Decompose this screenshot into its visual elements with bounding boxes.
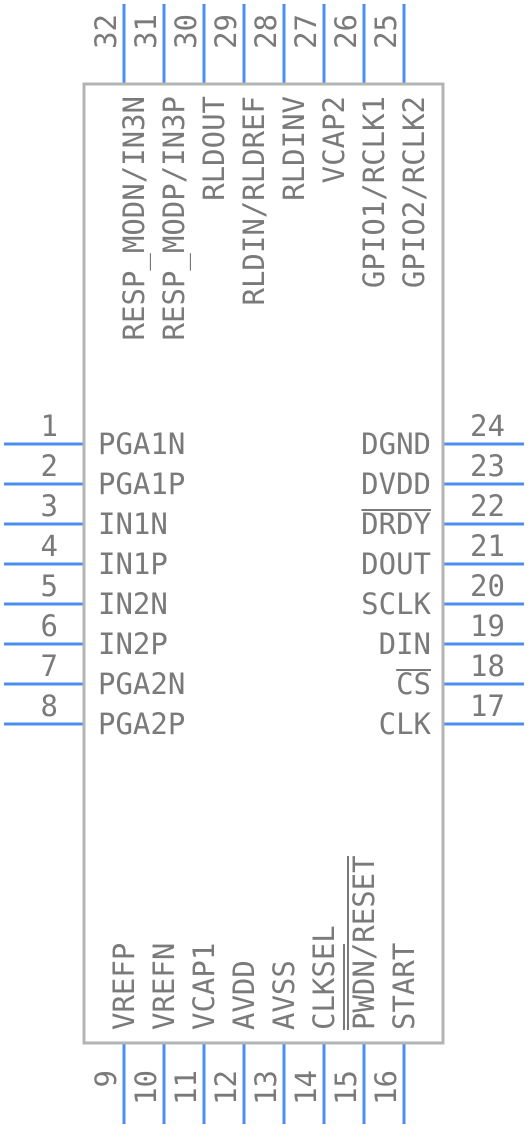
pin-number-24: 24 bbox=[470, 409, 505, 443]
pin-number-22: 22 bbox=[470, 489, 505, 523]
pin-label-pga2p: PGA2P bbox=[98, 707, 185, 741]
pin-number-9: 9 bbox=[89, 1070, 123, 1087]
pin-label-pga1p: PGA1P bbox=[98, 467, 185, 501]
pin-label-vcap1: VCAP1 bbox=[187, 943, 221, 1030]
pin-number-32: 32 bbox=[89, 14, 123, 49]
pin-number-10: 10 bbox=[129, 1070, 163, 1105]
pin-label-drdy: DRDY bbox=[361, 507, 431, 541]
pin-label-dgnd: DGND bbox=[361, 427, 431, 461]
pin-label-in2n: IN2N bbox=[98, 587, 168, 621]
pin-number-27: 27 bbox=[289, 14, 323, 49]
pin-label-vcap2: VCAP2 bbox=[317, 96, 351, 183]
pin-label-vrefn: VREFN bbox=[147, 943, 181, 1030]
pin-label-pga2n: PGA2N bbox=[98, 667, 185, 701]
pin-number-28: 28 bbox=[249, 14, 283, 49]
pin-number-25: 25 bbox=[369, 14, 403, 49]
pin-number-29: 29 bbox=[209, 14, 243, 49]
pin-label-resp-modp-in3p: RESP_MODP/IN3P bbox=[157, 96, 192, 340]
pin-number-21: 21 bbox=[470, 529, 505, 563]
pin-number-8: 8 bbox=[41, 689, 58, 723]
pin-number-23: 23 bbox=[470, 449, 505, 483]
pin-number-12: 12 bbox=[209, 1070, 243, 1105]
pin-label-din: DIN bbox=[379, 627, 431, 661]
pins-layer bbox=[4, 4, 524, 1124]
ic-body bbox=[82, 82, 445, 1045]
pin-label-rldinv: RLDINV bbox=[277, 96, 311, 201]
pin-label-vrefp: VREFP bbox=[107, 943, 141, 1030]
pin-label-dout: DOUT bbox=[361, 547, 431, 581]
pin-label-clksel: CLKSEL bbox=[307, 925, 341, 1030]
pin-number-19: 19 bbox=[470, 609, 505, 643]
pin-label-dvdd: DVDD bbox=[361, 467, 431, 501]
pin-label-clk: CLK bbox=[379, 707, 432, 741]
pin-label-in1n: IN1N bbox=[98, 507, 168, 541]
pin-number-26: 26 bbox=[329, 14, 363, 49]
pin-number-31: 31 bbox=[129, 14, 163, 49]
pin-label-rldout: RLDOUT bbox=[197, 96, 231, 201]
pin-label-pwdn-reset: PWDN/RESET bbox=[347, 855, 381, 1030]
pin-label-sclk: SCLK bbox=[361, 587, 431, 621]
pin-number-30: 30 bbox=[169, 14, 203, 49]
pin-label-avdd: AVDD bbox=[227, 960, 261, 1030]
pin-number-17: 17 bbox=[470, 689, 505, 723]
pin-number-6: 6 bbox=[41, 609, 58, 643]
pin-label-gpio2-rclk2: GPIO2/RCLK2 bbox=[397, 96, 431, 288]
pin-number-13: 13 bbox=[249, 1070, 283, 1105]
pin-label-cs: CS bbox=[396, 667, 431, 701]
pin-number-15: 15 bbox=[329, 1070, 363, 1105]
pin-label-gpio1-rclk1: GPIO1/RCLK1 bbox=[357, 96, 391, 288]
pin-number-4: 4 bbox=[41, 529, 58, 563]
pin-label-rldin-rldref: RLDIN/RLDREF bbox=[237, 96, 271, 306]
pin-number-16: 16 bbox=[369, 1070, 403, 1105]
pin-number-11: 11 bbox=[169, 1070, 203, 1105]
pin-number-18: 18 bbox=[470, 649, 505, 683]
pin-number-7: 7 bbox=[41, 649, 58, 683]
pin-number-5: 5 bbox=[41, 569, 58, 603]
pin-label-resp-modn-in3n: RESP_MODN/IN3N bbox=[117, 96, 152, 340]
pin-number-3: 3 bbox=[41, 489, 58, 523]
pin-label-in2p: IN2P bbox=[98, 627, 168, 661]
pin-number-20: 20 bbox=[470, 569, 505, 603]
pin-number-1: 1 bbox=[41, 409, 58, 443]
pin-label-start: START bbox=[387, 943, 421, 1030]
pin-number-14: 14 bbox=[289, 1070, 323, 1105]
pin-number-2: 2 bbox=[41, 449, 58, 483]
pin-label-avss: AVSS bbox=[267, 960, 301, 1030]
pin-label-in1p: IN1P bbox=[98, 547, 168, 581]
pin-label-pga1n: PGA1N bbox=[98, 427, 185, 461]
